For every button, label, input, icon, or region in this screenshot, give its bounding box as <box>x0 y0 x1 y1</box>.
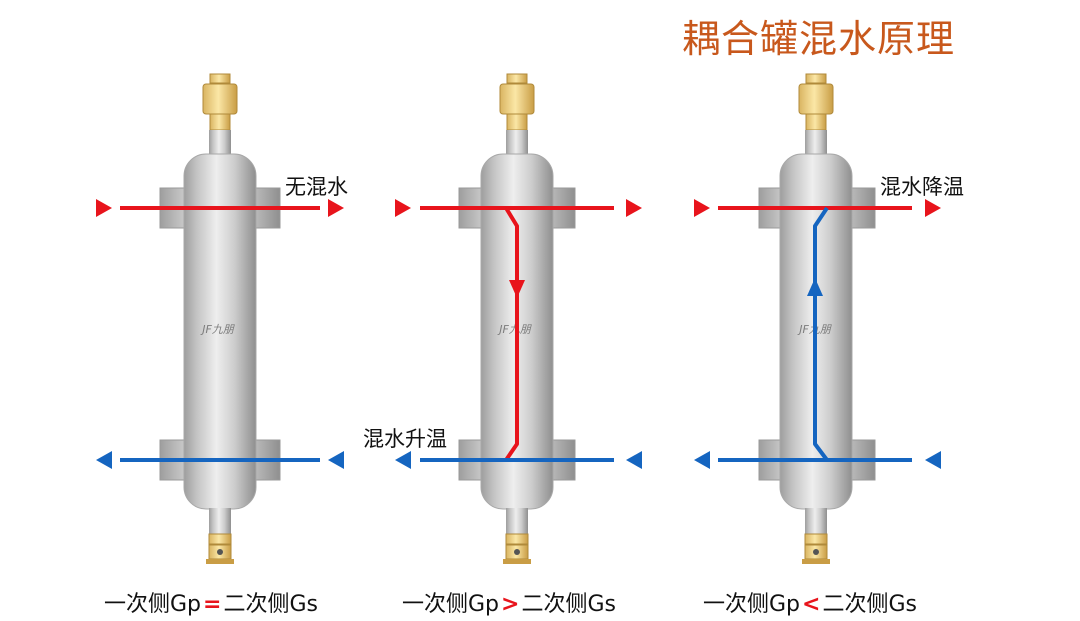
cold-arrow-right <box>328 451 344 469</box>
top-pipe-stub <box>506 130 528 156</box>
caption-less: 一次侧Gp<二次侧Gs <box>703 586 917 618</box>
drain-valve <box>206 533 234 564</box>
drain-valve <box>802 533 830 564</box>
note-mixing-heat-up: 混水升温 <box>363 427 447 451</box>
cold-arrow-right <box>925 451 941 469</box>
cold-arrow-left <box>694 451 710 469</box>
caption-equal: 一次侧Gp=二次侧Gs <box>104 586 318 618</box>
page-title: 耦合罐混水原理 <box>682 17 956 61</box>
note-mixing-cool-down: 混水降温 <box>880 175 964 199</box>
top-pipe-stub <box>805 130 827 156</box>
caption-secondary: 二次侧Gs <box>521 592 616 617</box>
operator-less: < <box>802 592 821 617</box>
operator-greater: > <box>501 592 520 617</box>
caption-secondary: 二次侧Gs <box>822 592 917 617</box>
air-vent-valve <box>798 73 834 131</box>
caption-primary: 一次侧Gp <box>402 592 500 617</box>
hot-arrow-left <box>395 199 411 217</box>
panel-less: JF九朋 <box>694 73 941 564</box>
cold-arrow-left <box>96 451 112 469</box>
bottom-pipe-stub <box>805 508 827 534</box>
tank-logo: JF九朋 <box>497 323 533 336</box>
note-no-mixing: 无混水 <box>285 175 348 199</box>
top-pipe-stub <box>209 130 231 156</box>
panel-equal: JF九朋 <box>96 73 344 564</box>
panel-greater: JF九朋 <box>395 73 642 564</box>
operator-equal: = <box>203 592 222 617</box>
air-vent-valve <box>499 73 535 131</box>
caption-primary: 一次侧Gp <box>703 592 801 617</box>
air-vent-valve <box>202 73 238 131</box>
bottom-pipe-stub <box>506 508 528 534</box>
hot-arrow-left <box>96 199 112 217</box>
bottom-pipe-stub <box>209 508 231 534</box>
caption-secondary: 二次侧Gs <box>223 592 318 617</box>
hot-arrow-right <box>328 199 344 217</box>
drain-valve <box>503 533 531 564</box>
hot-arrow-right <box>626 199 642 217</box>
tank-logo: JF九朋 <box>200 323 236 336</box>
internal-mixing-flow-down <box>504 206 519 462</box>
internal-mixing-flow-up <box>813 206 829 462</box>
hot-arrow-right <box>925 199 941 217</box>
flow-arrow-down <box>509 280 525 298</box>
cold-arrow-right <box>626 451 642 469</box>
hot-arrow-left <box>694 199 710 217</box>
caption-primary: 一次侧Gp <box>104 592 202 617</box>
cold-arrow-left <box>395 451 411 469</box>
flow-arrow-up <box>807 278 823 296</box>
caption-greater: 一次侧Gp>二次侧Gs <box>402 586 616 618</box>
